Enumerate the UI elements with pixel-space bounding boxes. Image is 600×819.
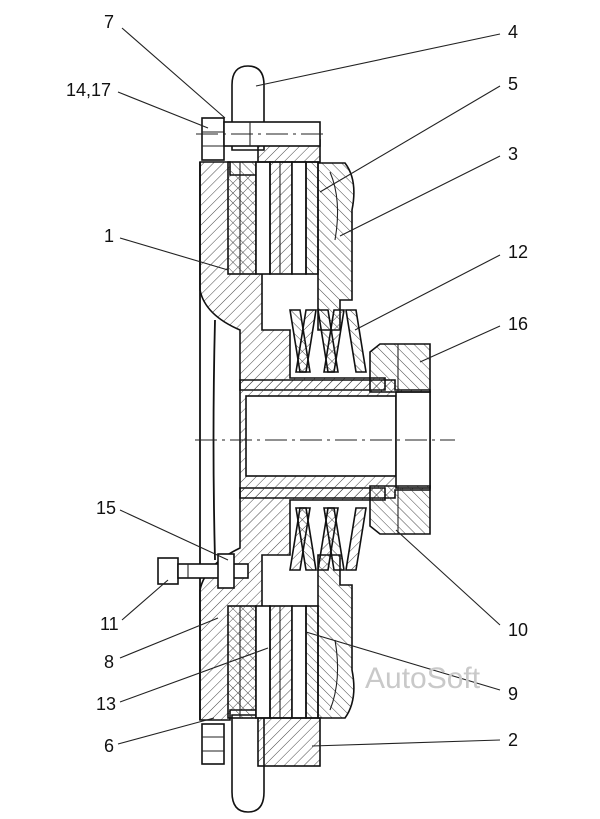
adjusting-nut — [369, 343, 431, 535]
label-9: 9 — [508, 684, 518, 704]
label-2: 2 — [508, 730, 518, 750]
spring-pack-lower — [289, 507, 367, 571]
sprocket-ring-bottom — [257, 717, 321, 767]
label-1: 1 — [104, 226, 114, 246]
leader-lines — [117, 27, 501, 747]
label-10: 10 — [508, 620, 528, 640]
label-6: 6 — [104, 736, 114, 756]
label-12: 12 — [508, 242, 528, 262]
label-5: 5 — [508, 74, 518, 94]
sprocket-bottom — [231, 714, 265, 813]
label-16: 16 — [508, 314, 528, 334]
label-4: 4 — [508, 22, 518, 42]
friction-discs-lower — [227, 605, 319, 719]
label-14-17: 14,17 — [66, 80, 111, 100]
watermark: AutoSoft — [365, 662, 481, 695]
friction-discs-upper — [227, 161, 319, 275]
bolt-bottom — [201, 723, 225, 765]
label-13: 13 — [96, 694, 116, 714]
label-7: 7 — [104, 12, 114, 32]
spring-pack-upper — [289, 309, 367, 373]
label-15: 15 — [96, 498, 116, 518]
label-3: 3 — [508, 144, 518, 164]
label-8: 8 — [104, 652, 114, 672]
bolt-adjust — [157, 553, 249, 589]
bolt-top — [196, 117, 325, 161]
label-11: 11 — [100, 614, 119, 634]
